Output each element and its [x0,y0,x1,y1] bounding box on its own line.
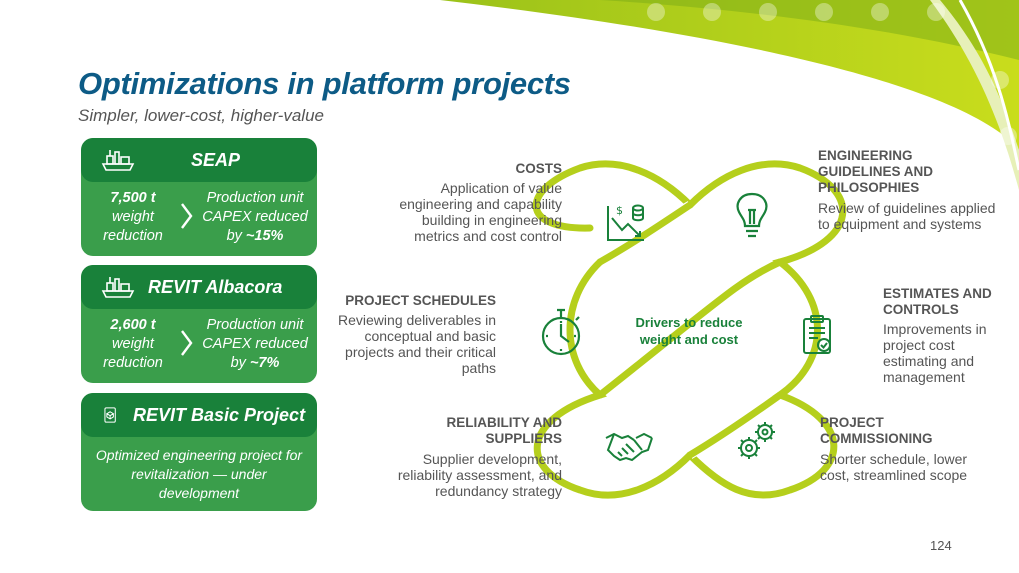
card-description: Optimized engineering project for revita… [95,447,303,501]
page-number: 124 [930,538,952,553]
capex-label: Production unit CAPEX reduced by [202,317,308,371]
gears-icon [738,422,775,459]
card-header: REVIT Basic Project [81,393,317,437]
driver-title: PROJECT COMMISSIONING [820,415,933,446]
page-title: Optimizations in platform projects [78,66,571,101]
capex-value: ~7% [249,355,280,371]
card-header: SEAP [81,138,317,182]
clipboard-check-icon [803,315,831,354]
page-subtitle: Simpler, lower-cost, higher-value [78,106,324,125]
lightbulb-icon [736,192,768,238]
tablet-cube-icon [104,407,116,423]
weight-value: 7,500 t [110,190,156,206]
driver-title: PROJECT SCHEDULES [345,293,496,308]
handshake-icon [605,432,653,462]
driver-description: Application of value engineering and cap… [399,180,562,244]
card-title: REVIT Albacora [148,276,283,297]
capex-label: Production unit CAPEX reduced by [202,190,308,244]
weight-label: weight reduction [103,336,163,371]
card-revit-basic-project: REVIT Basic Project Optimized engineerin… [81,393,317,511]
card-header: REVIT Albacora [81,265,317,309]
chevron-right-icon [181,203,193,229]
driver-description: Shorter schedule, lower cost, streamline… [820,451,968,483]
capex-value: ~15% [245,228,284,244]
driver-description: Supplier development, reliability assess… [397,451,562,499]
svg-text:$: $ [616,204,623,217]
card-title: SEAP [191,149,241,170]
card-seap: SEAP 7,500 t weight reduction Production … [81,138,317,256]
diagram-center-label: Drivers to reduce weight and cost [635,315,743,347]
card-revit-albacora: REVIT Albacora 2,600 t weight reduction P… [81,265,317,383]
weight-value: 2,600 t [110,317,156,333]
platform-icon [101,150,135,171]
cost-chart-icon: $ [607,204,644,241]
driver-description: Review of guidelines applied to equipmen… [818,200,996,232]
driver-description: Reviewing deliverables in conceptual and… [338,312,496,376]
chevron-right-icon [181,330,193,356]
driver-title: RELIABILITY AND SUPPLIERS [446,415,562,446]
driver-title: ENGINEERING GUIDELINES AND PHILOSOPHIES [818,148,934,195]
stopwatch-icon [541,308,581,356]
weight-label: weight reduction [103,209,163,244]
driver-title: COSTS [515,161,562,176]
driver-title: ESTIMATES AND CONTROLS [883,286,992,317]
card-title: REVIT Basic Project [133,404,306,425]
platform-icon [101,277,135,298]
driver-description: Improvements in project cost estimating … [883,321,987,385]
